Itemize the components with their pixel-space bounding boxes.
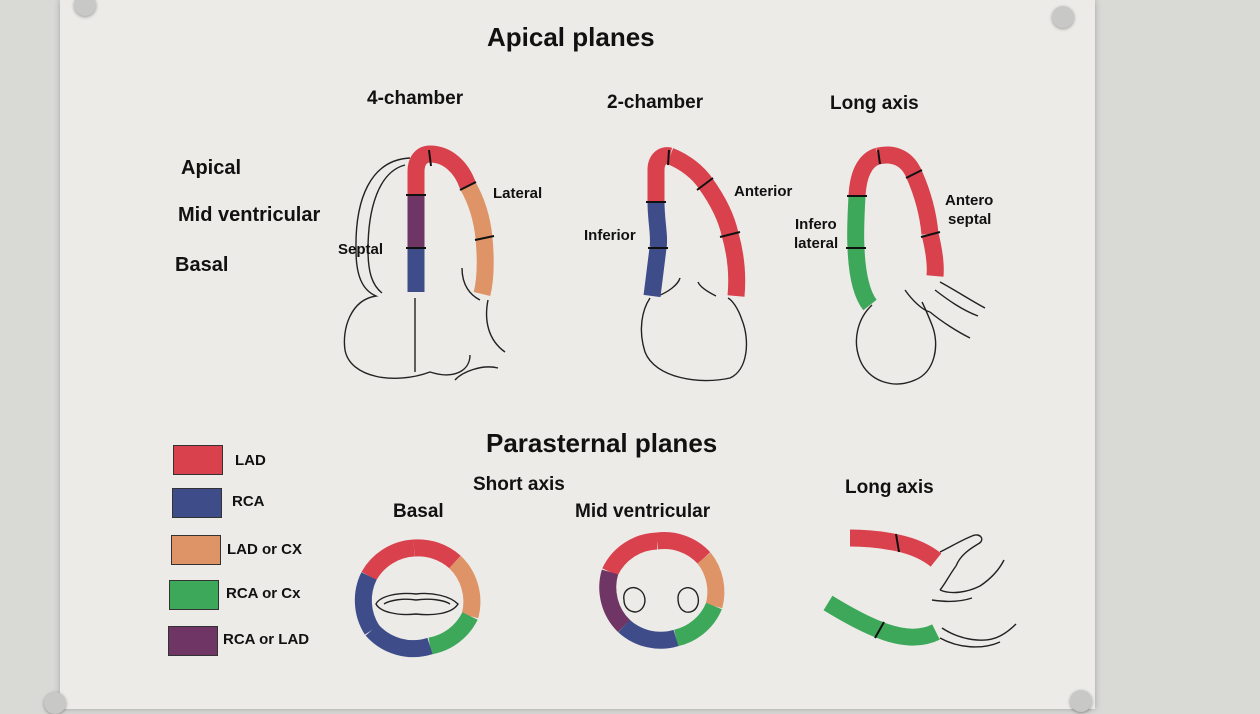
wall-label-inferior: Inferior [584,227,636,244]
segment-sa-basal-inferoseptal [354,572,380,635]
four-chamber-diagram [343,145,506,381]
poster-paper [60,0,1095,709]
legend-label-lad-or-cx: LAD or CX [227,541,302,558]
legend-swatch-lad-or-cx [171,535,221,565]
parasternal-long-axis-heading: Long axis [845,477,934,498]
short-axis-heading: Short axis [473,474,565,495]
short-axis-basal-ring [354,539,481,658]
wall-label-infero: Infero [795,216,837,233]
segment-lax-basal-inferolateral [847,247,878,311]
segment-plax-basal-inferolateral [823,595,884,638]
segment-2ch-apical-inferior [647,147,673,202]
wall-label-lateral-2: lateral [794,235,839,252]
segment-2ch-basal-inferior [643,247,667,298]
short-axis-basal-heading: Basal [393,501,444,522]
two-chamber-diagram [640,147,748,382]
segment-lax-apical-anteroseptal [876,146,922,178]
apical-long-axis-diagram [846,146,986,385]
segment-lax-apical-inferolateral [848,147,882,197]
legend-label-lad: LAD [235,452,266,469]
level-label-mid-ventricular: Mid ventricular [178,204,321,226]
parasternal-planes-title: Parasternal planes [486,428,718,458]
legend-swatch-lad [173,445,223,475]
short-axis-mid-heading: Mid ventricular [575,501,711,522]
segment-2ch-mid-anterior [699,179,739,237]
wall-label-septal: Septal [338,241,384,258]
segment-sa-basal-anterolateral [448,555,481,619]
wall-label-lateral: Lateral [493,185,543,202]
segment-2ch-mid-inferior [647,201,668,250]
legend-swatch-rca-or-cx [169,580,219,610]
segment-plax-mid-inferolateral [876,622,940,646]
apical-planes-title: Apical planes [487,22,655,52]
segment-lax-basal-anteroseptal [921,231,944,277]
level-label-basal: Basal [175,254,229,276]
segment-lax-mid-anteroseptal [906,170,939,235]
legend-label-rca-or-cx: RCA or Cx [226,585,301,602]
wall-label-anterior: Anterior [734,183,793,200]
legend-swatch-rca-or-lad [168,626,218,656]
segment-sa-basal-inferior [365,624,433,658]
segment-sa-basal-anterior [413,539,461,569]
segment-4ch-basal-lateral [473,237,494,297]
segment-plax-mid-anteroseptal [896,534,942,567]
segment-sa-mid-inferior [618,619,679,649]
legend-label-rca: RCA [232,493,265,510]
segment-2ch-apical-anterior [666,148,714,189]
segment-4ch-apical-septal [407,145,431,195]
pin-icon [1052,6,1074,28]
segment-4ch-mid-lateral [460,181,493,240]
four-chamber-heading: 4-chamber [367,88,464,109]
segment-sa-mid-anterolateral [697,552,725,609]
segment-2ch-basal-anterior [721,231,746,297]
segment-lax-mid-inferolateral [847,195,866,249]
legend-label-rca-or-lad: RCA or LAD [223,631,310,648]
pin-icon [1070,690,1092,712]
wall-label-septal-2: septal [948,211,992,228]
wall-label-antero: Antero [945,192,994,209]
segment-plax-basal-anteroseptal [849,529,900,552]
apical-long-axis-heading: Long axis [830,93,919,114]
level-label-apical: Apical [181,157,242,179]
parasternal-long-axis-diagram [823,529,1017,648]
segment-sa-mid-anterior [655,532,711,565]
segment-sa-mid-inferoseptal [599,569,631,633]
segment-sa-basal-inferolateral [428,611,478,655]
pin-icon [74,0,96,16]
segment-sa-mid-anteroseptal [602,532,658,576]
two-chamber-heading: 2-chamber [607,92,704,113]
legend-swatch-rca [172,488,222,518]
segment-4ch-apical-lateral [429,145,477,190]
segment-sa-mid-inferolateral [673,602,722,647]
short-axis-mid-ring [599,532,725,649]
segment-sa-basal-anteroseptal [361,539,415,581]
